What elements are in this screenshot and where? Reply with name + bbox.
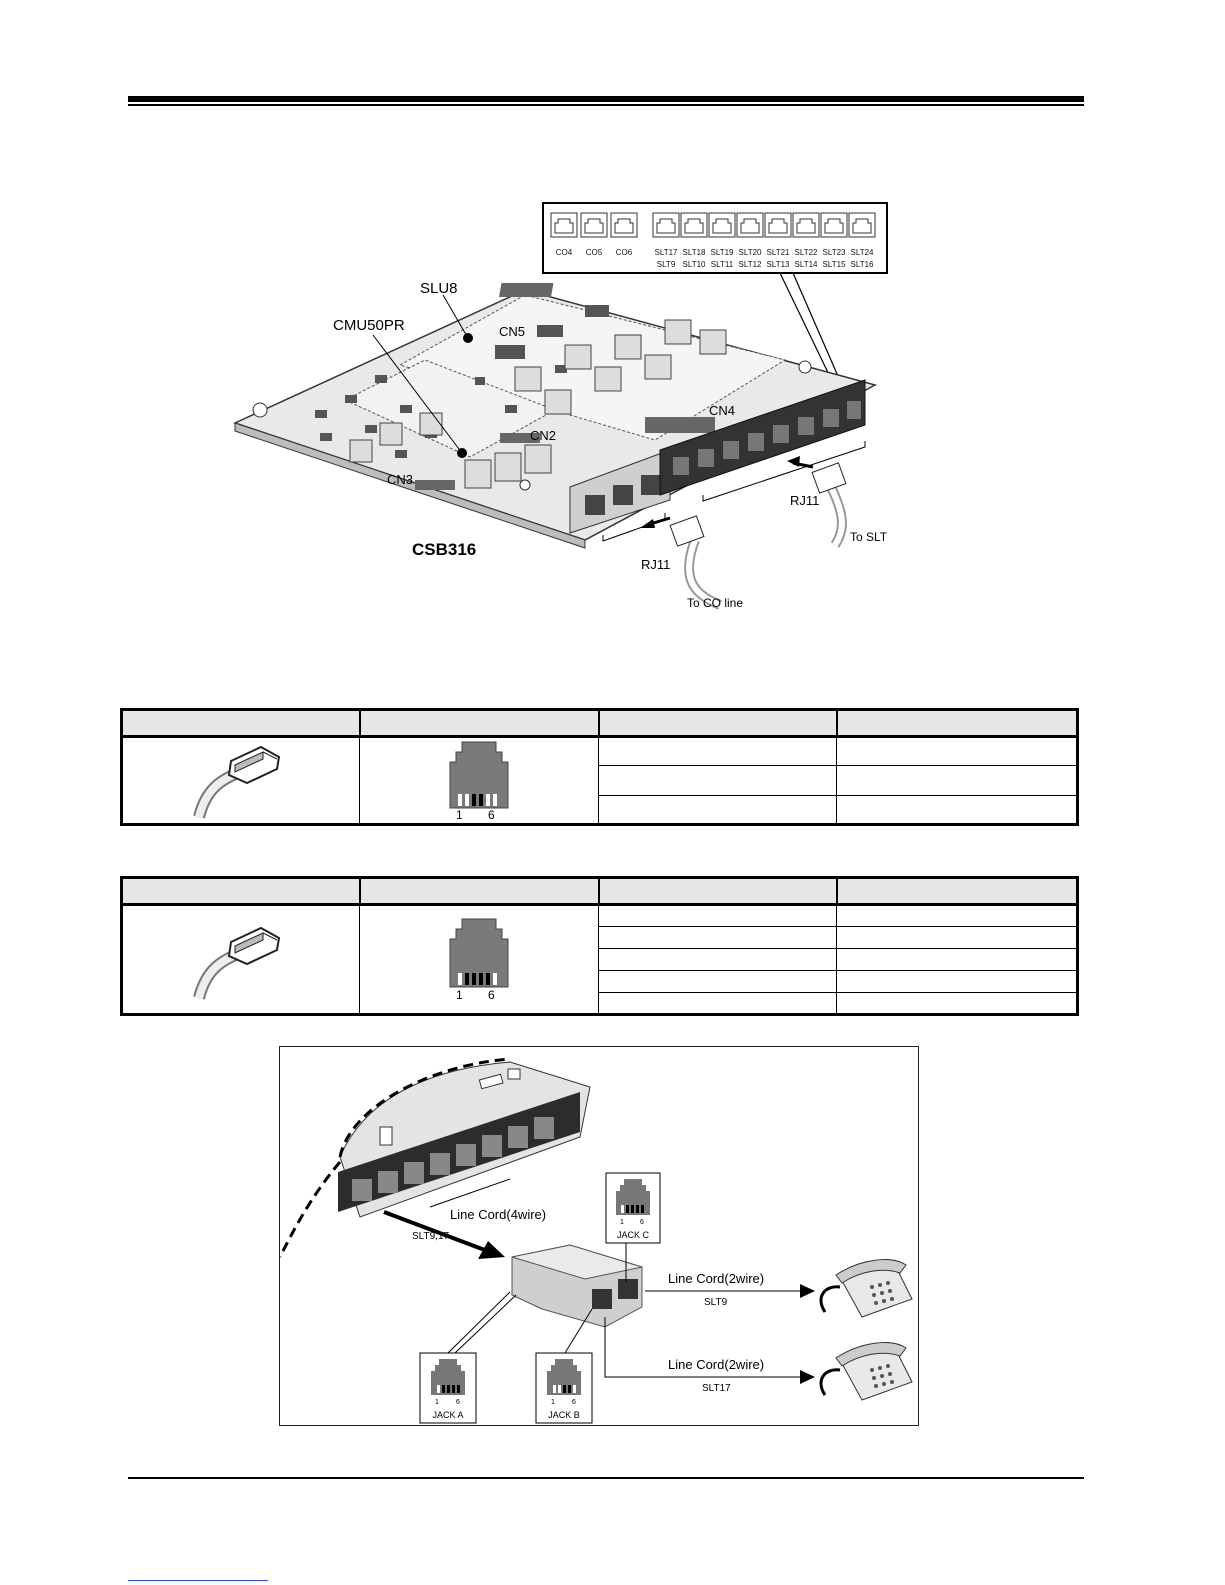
- table-header-row: [120, 876, 1079, 906]
- port-label-co6: CO6: [616, 248, 633, 257]
- label-jack-b: JACK B: [548, 1410, 580, 1420]
- footer-rule: [128, 1477, 1084, 1479]
- svg-text:1: 1: [435, 1399, 439, 1406]
- port-label-slt10: SLT10: [683, 260, 707, 269]
- label-line-cord-2wire-b: Line Cord(2wire): [668, 1357, 764, 1372]
- pin-1-label: 1: [456, 988, 463, 1001]
- port-label-slt13: SLT13: [767, 260, 791, 269]
- label-jack-a: JACK A: [432, 1410, 463, 1420]
- label-cn4: CN4: [709, 403, 735, 418]
- label-to-slt: To SLT: [850, 530, 888, 544]
- svg-text:6: 6: [572, 1399, 576, 1406]
- rj11-jack-image-2wire: 1 6: [449, 741, 509, 822]
- jack-a-callout: 1 6 JACK A: [419, 1291, 517, 1424]
- header-rule-thick: [128, 96, 1084, 102]
- footer-link-underline[interactable]: [128, 1580, 268, 1581]
- port-label-slt15: SLT15: [823, 260, 847, 269]
- port-label-co4: CO4: [556, 248, 573, 257]
- splitter-diagram: Line Cord(4wire) SLT9,17 1 6 JACK C Line…: [278, 1046, 919, 1426]
- jack-b-callout: 1 6 JACK B: [535, 1308, 593, 1424]
- rj11-plug-image: [193, 926, 281, 1000]
- port-label-slt22: SLT22: [795, 248, 819, 257]
- label-line-cord-2wire-a: Line Cord(2wire): [668, 1271, 764, 1286]
- pin-1-label: 1: [456, 808, 463, 820]
- port-label-slt19: SLT19: [711, 248, 735, 257]
- co-jack-block: [569, 449, 671, 534]
- port-label-slt18: SLT18: [683, 248, 707, 257]
- csb316-board: [232, 283, 878, 549]
- label-cn5: CN5: [499, 324, 525, 339]
- slt-jack-block: [659, 379, 866, 496]
- port-label-slt20: SLT20: [739, 248, 763, 257]
- telephone-icon-slt17: [819, 1342, 913, 1401]
- jack-c-callout: 1 6 JACK C: [605, 1172, 661, 1282]
- rj11-jack-image-4wire: 1 6: [449, 918, 509, 1002]
- jack-image-cell: 1 6: [359, 736, 599, 825]
- label-csb316: CSB316: [412, 540, 476, 559]
- port-label-slt17: SLT17: [655, 248, 679, 257]
- label-slt9-17: SLT9,17: [412, 1231, 449, 1242]
- svg-text:6: 6: [640, 1219, 644, 1226]
- label-rj11-slt: RJ11: [790, 493, 819, 508]
- label-jack-c: JACK C: [617, 1230, 650, 1240]
- telephone-icon-slt9: [819, 1259, 913, 1318]
- table-header-row: [120, 708, 1079, 738]
- port-label-slt14: SLT14: [795, 260, 819, 269]
- label-cn2: CN2: [530, 428, 556, 443]
- svg-text:6: 6: [456, 1399, 460, 1406]
- label-rj11-co: RJ11: [641, 557, 670, 572]
- board-diagram: CO4 CO5 CO6 SLT17 SLT18 SLT19 SLT20 SLT2…: [232, 202, 888, 610]
- port-label-slt24: SLT24: [851, 248, 875, 257]
- label-slu8: SLU8: [420, 280, 458, 297]
- label-slt9: SLT9: [704, 1297, 728, 1308]
- pin-table-4wire: 1 6: [120, 876, 1079, 1016]
- port-label-co5: CO5: [586, 248, 603, 257]
- header-rule-thin: [128, 104, 1084, 106]
- port-jack-icons: [550, 212, 638, 238]
- port-label-slt12: SLT12: [739, 260, 763, 269]
- label-slt17: SLT17: [702, 1383, 731, 1394]
- slt-jack-icons: [652, 212, 876, 238]
- port-label-slt16: SLT16: [851, 260, 875, 269]
- board-corner: [278, 1057, 591, 1258]
- pin-table-2wire: 1 6: [120, 708, 1079, 826]
- jack-image-cell: 1 6: [359, 904, 599, 1015]
- port-label-slt11: SLT11: [711, 260, 734, 269]
- pin-6-label: 6: [488, 808, 495, 820]
- modular-splitter: [511, 1244, 643, 1328]
- label-line-cord-4wire: Line Cord(4wire): [450, 1207, 546, 1222]
- plug-image-cell: [121, 904, 360, 1015]
- label-to-co-line: To CO line: [687, 596, 743, 610]
- svg-text:1: 1: [551, 1399, 555, 1406]
- port-label-slt23: SLT23: [823, 248, 847, 257]
- port-label-slt21: SLT21: [767, 248, 791, 257]
- rj11-plug-image: [193, 745, 281, 819]
- port-label-slt9: SLT9: [657, 260, 676, 269]
- plug-image-cell: [121, 736, 360, 825]
- label-cn3: CN3: [387, 472, 413, 487]
- pin-6-label: 6: [488, 988, 495, 1001]
- label-cmu50pr: CMU50PR: [333, 317, 405, 334]
- svg-text:1: 1: [620, 1219, 624, 1226]
